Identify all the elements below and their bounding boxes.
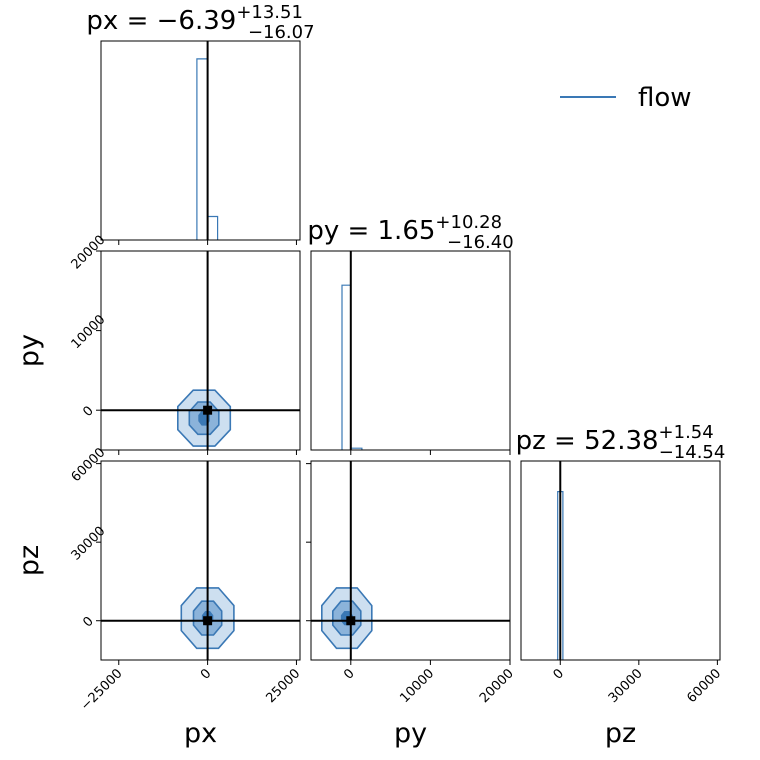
plot-area: [311, 461, 510, 660]
y-tick-label-py: 0: [80, 403, 96, 419]
legend: flow: [560, 83, 692, 113]
panel-title-pz: pz = 52.38+1.54−14.54: [516, 422, 726, 463]
hist-step-py: [341, 284, 363, 450]
panel-frame: [100, 40, 301, 241]
x-tick-label-pz: 30000: [606, 666, 646, 706]
x-tick-label-pz: 0: [551, 666, 567, 682]
legend-label-flow: flow: [638, 83, 692, 113]
x-tick-label-px: 25000: [263, 666, 303, 706]
title-main-px: px = −6.39: [86, 6, 236, 36]
panel-frame: [520, 460, 721, 661]
panel-title-py: py = 1.65+10.28−16.40: [307, 212, 513, 253]
hist-panel-py: py = 1.65+10.28−16.40: [307, 212, 514, 455]
title-minus-pz: −14.54: [659, 442, 726, 463]
title-main-pz: pz = 52.38: [516, 426, 659, 456]
title-plus-py: +10.28: [435, 212, 502, 233]
plot-area: [557, 461, 564, 660]
truth-marker: [346, 616, 356, 626]
x-tick-label-px: 0: [198, 666, 214, 682]
panel-title-px: px = −6.39+13.51−16.07: [86, 2, 314, 43]
panel-frame: [310, 460, 511, 661]
panel-frame: [100, 250, 301, 451]
plot-area: [196, 41, 219, 240]
y-axis-label-pz: pz: [14, 545, 45, 576]
y-axis-label-py: py: [14, 334, 45, 367]
y-tick-label-pz: 30000: [69, 524, 109, 564]
x-axis-label-py: py: [394, 718, 427, 749]
x-tick-label-py: 10000: [397, 666, 437, 706]
truth-marker: [203, 405, 213, 415]
y-tick-label-pz: 60000: [69, 445, 109, 485]
x-axis-label-pz: pz: [605, 718, 636, 749]
hist-panel-px: px = −6.39+13.51−16.07: [86, 2, 315, 245]
contour-panel-py-px: 0 10000 20000: [69, 233, 301, 455]
panels-group: px = −6.39+13.51−16.07 0 10000 20000 py = 1.…: [14, 2, 725, 749]
plot-area: [101, 461, 300, 660]
x-tick-label-pz: 60000: [684, 666, 724, 706]
contour-panel-pz-px: 0 30000 60000 −25000 0 25000: [69, 445, 304, 714]
contour-panel-pz-py: 0 10000 20000: [306, 460, 517, 706]
x-axis-label-px: px: [184, 718, 217, 749]
truth-marker: [203, 616, 213, 626]
title-main-py: py = 1.65: [307, 216, 435, 246]
x-tick-label-py: 20000: [477, 666, 517, 706]
x-tick-label-py: 0: [341, 666, 357, 682]
y-tick-label-py: 20000: [69, 233, 109, 273]
panel-frame: [100, 460, 301, 661]
y-tick-label-py: 10000: [69, 312, 109, 352]
y-tick-label-pz: 0: [80, 614, 96, 630]
plot-area: [101, 251, 300, 450]
title-minus-py: −16.40: [447, 232, 514, 253]
x-tick-label-px: −25000: [78, 666, 126, 714]
title-minus-px: −16.07: [248, 22, 315, 43]
title-plus-pz: +1.54: [659, 422, 714, 443]
plot-area: [341, 251, 363, 450]
title-plus-px: +13.51: [236, 2, 303, 23]
panel-frame: [310, 250, 511, 451]
hist-panel-pz: pz = 52.38+1.54−14.54 0 30000 60000: [516, 422, 726, 706]
